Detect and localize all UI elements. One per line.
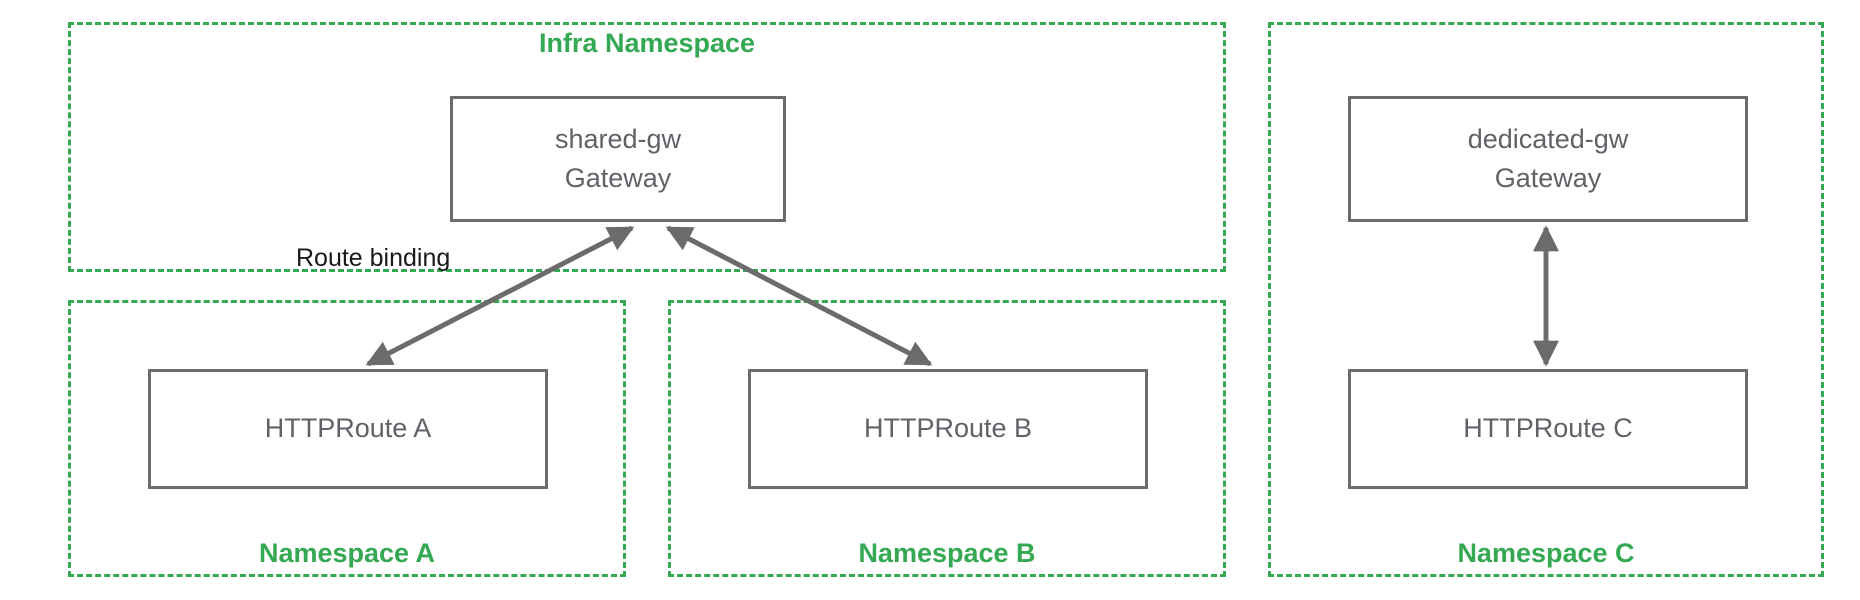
namespace-container-infra <box>68 22 1226 272</box>
namespace-label-a: Namespace A <box>258 538 436 568</box>
namespace-container-c <box>1268 22 1824 577</box>
node-dedicated-gw-gateway-label: dedicated-gw Gateway <box>1467 123 1629 193</box>
node-shared-gw-gateway[interactable]: shared-gw Gateway <box>450 96 786 222</box>
namespace-label-infra: Infra Namespace <box>538 28 756 58</box>
namespace-container-a <box>68 300 626 577</box>
node-httproute-b[interactable]: HTTPRoute B <box>748 369 1148 489</box>
namespace-label-c: Namespace C <box>1457 538 1635 568</box>
node-httproute-a[interactable]: HTTPRoute A <box>148 369 548 489</box>
node-httproute-c[interactable]: HTTPRoute C <box>1348 369 1748 489</box>
node-dedicated-gw-gateway[interactable]: dedicated-gw Gateway <box>1348 96 1748 222</box>
node-httproute-b-label: HTTPRoute B <box>863 413 1033 444</box>
node-httproute-a-label: HTTPRoute A <box>264 413 432 444</box>
namespace-container-b <box>668 300 1226 577</box>
node-shared-gw-gateway-label: shared-gw Gateway <box>554 123 682 193</box>
namespace-label-b: Namespace B <box>858 538 1036 568</box>
edge-label-route-binding: Route binding <box>296 244 451 272</box>
node-httproute-c-label: HTTPRoute C <box>1463 413 1633 444</box>
